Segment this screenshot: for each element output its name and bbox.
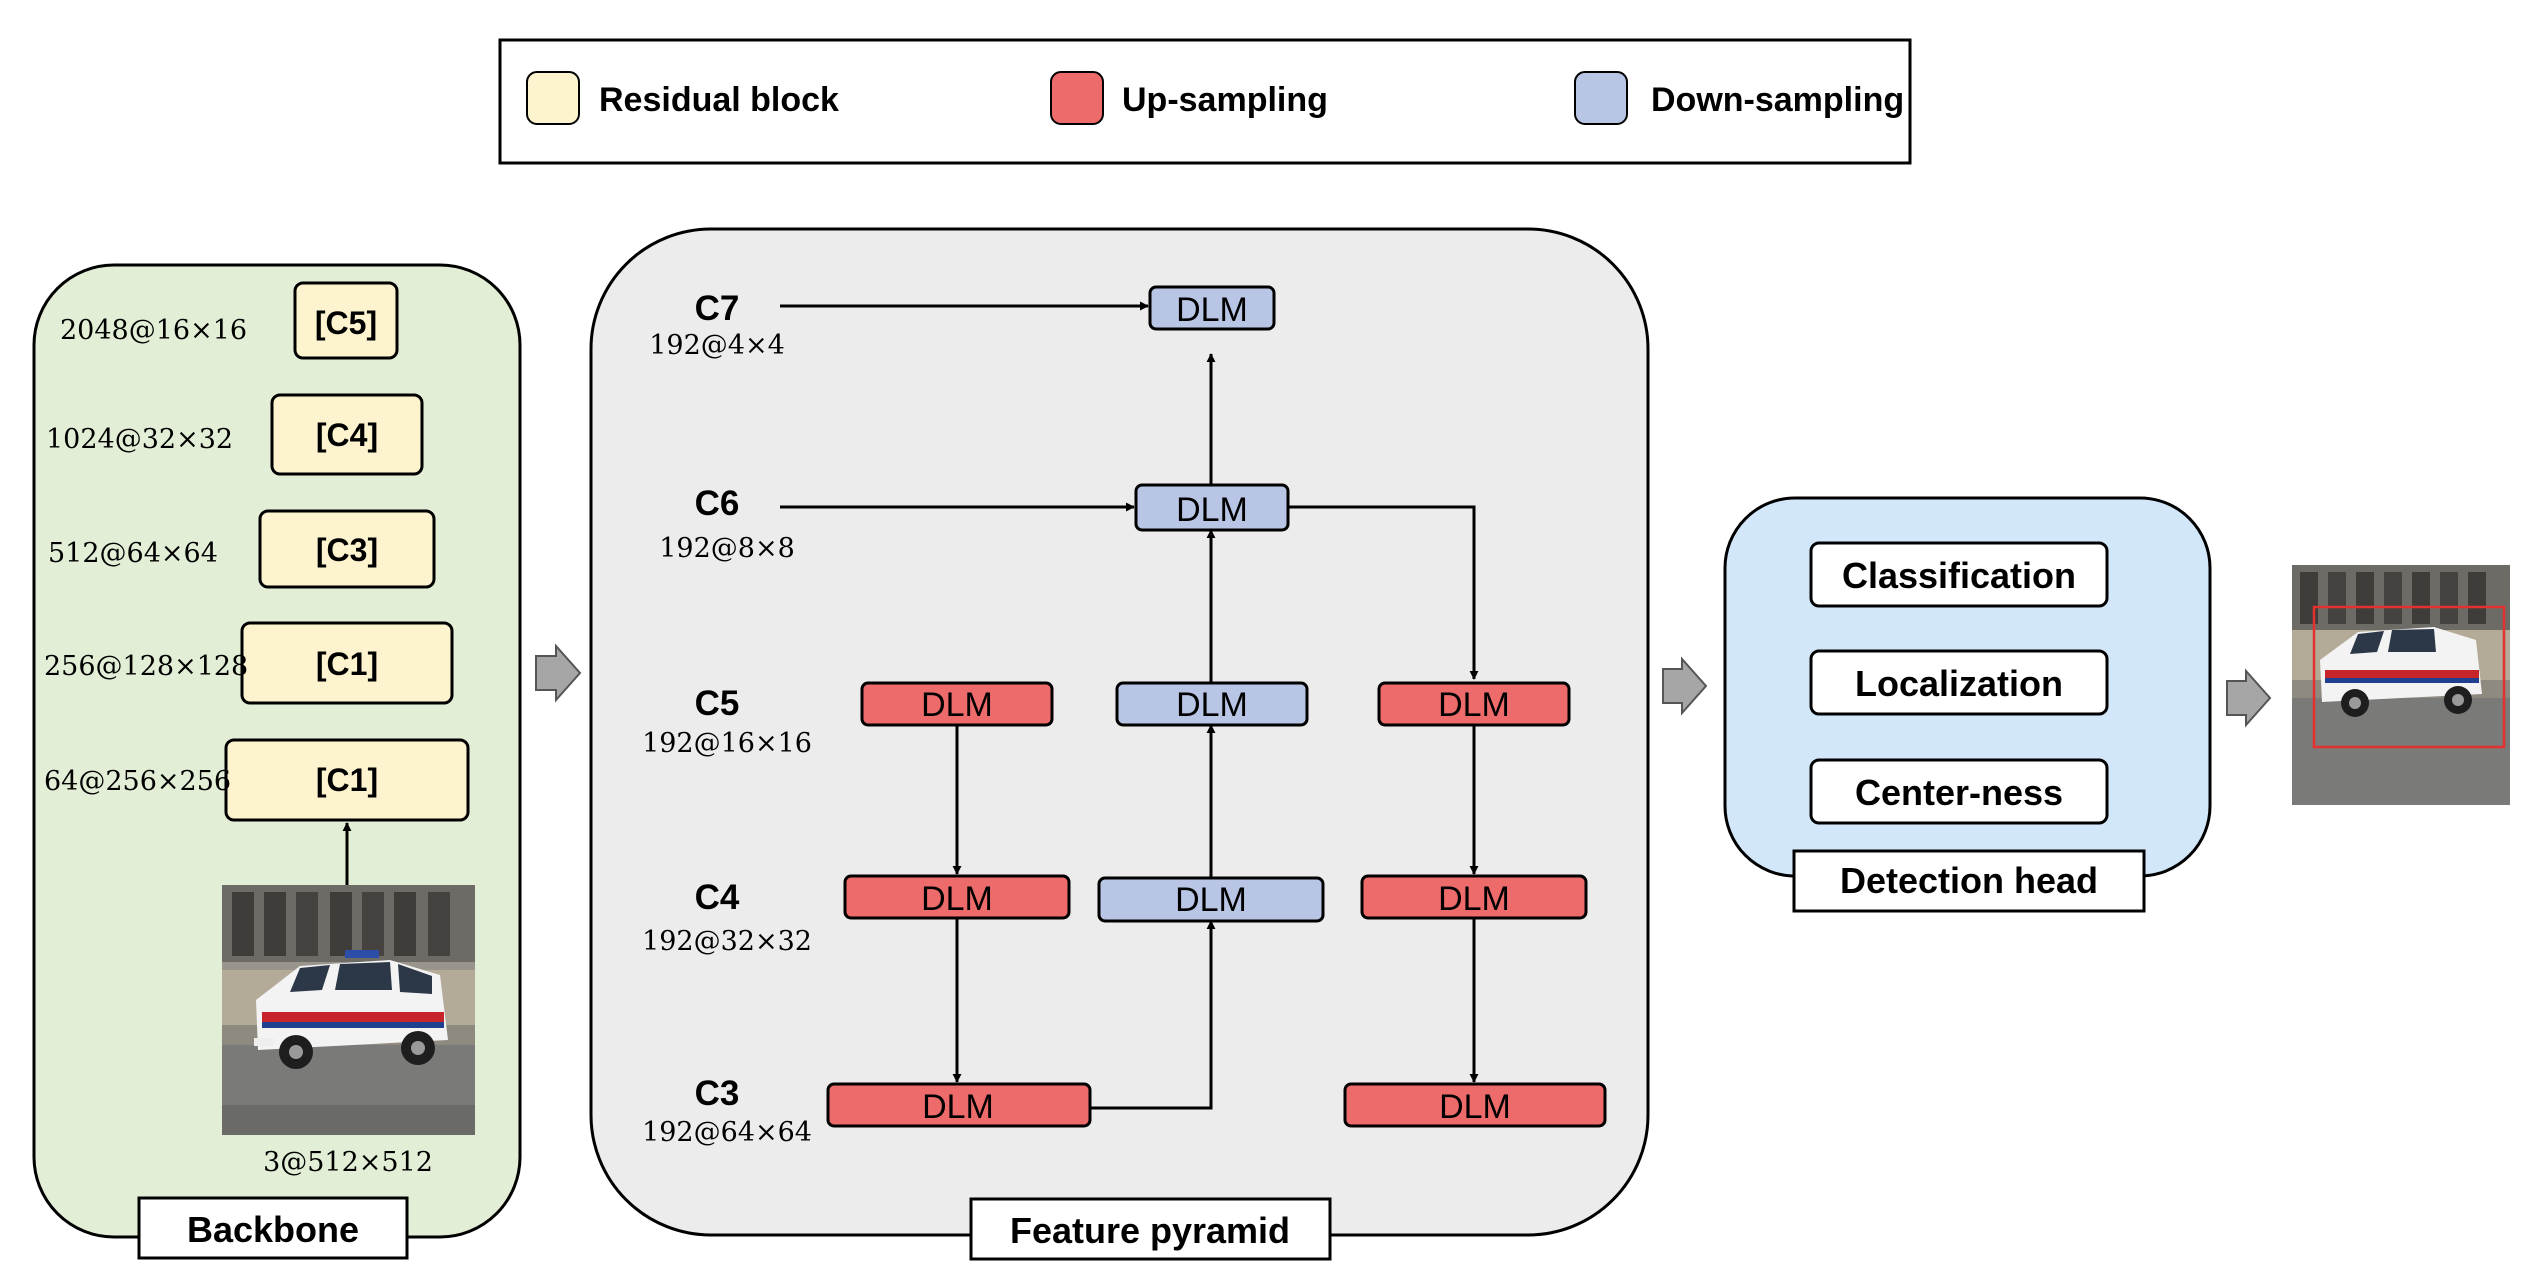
legend-swatch-residual (526, 71, 580, 125)
detection-bounding-box (2312, 605, 2506, 749)
svg-text:DLM: DLM (1438, 880, 1510, 918)
backbone-block-c4-label: [C4] (316, 417, 378, 453)
legend-label-residual: Residual block (599, 81, 839, 119)
backbone-block-c1-lower (224, 738, 470, 822)
svg-text:DLM: DLM (921, 880, 993, 918)
svg-text:192@4×4: 192@4×4 (649, 330, 785, 361)
svg-text:DLM: DLM (922, 1088, 994, 1126)
svg-text:DLM: DLM (1176, 686, 1248, 724)
svg-text:Localization: Localization (1855, 663, 2063, 704)
svg-text:192@8×8: 192@8×8 (659, 533, 795, 564)
legend-swatch-downsampling (1574, 71, 1628, 125)
legend: Residual block Up-sampling Down-sampling (498, 38, 1912, 165)
svg-text:C4: C4 (695, 878, 740, 917)
head-item-localization: Localization (1809, 649, 2109, 716)
backbone-block-c1-upper (240, 621, 454, 705)
backbone-block-c1-upper-label: [C1] (316, 646, 378, 682)
legend-item-downsampling: Down-sampling (1574, 71, 1904, 125)
dlm-c6-down: DLM (1134, 483, 1290, 532)
dlm-c7-down: DLM (1148, 285, 1276, 331)
dlm-c3-up-left: DLM (826, 1082, 1092, 1128)
svg-text:192@64×64: 192@64×64 (642, 1117, 812, 1148)
svg-text:Center-ness: Center-ness (1855, 772, 2063, 813)
dlm-c5-up-right: DLM (1377, 681, 1571, 727)
svg-text:C7: C7 (695, 289, 740, 328)
legend-item-residual: Residual block (526, 71, 839, 125)
output-image (2292, 565, 2510, 805)
input-image (222, 885, 475, 1135)
backbone-input-size: 3@512×512 (263, 1147, 433, 1178)
pyramid-level-c5: C5 192@16×16 (642, 684, 812, 759)
svg-text:Classification: Classification (1842, 555, 2076, 596)
dlm-c4-up-left: DLM (843, 874, 1071, 920)
legend-swatch-upsampling (1050, 71, 1104, 125)
dlm-c4-up-right: DLM (1360, 874, 1588, 920)
backbone-block-c5-label: [C5] (315, 305, 377, 341)
backbone-size-c3: 512@64×64 (48, 538, 218, 569)
svg-text:DLM: DLM (1176, 291, 1248, 329)
svg-text:DLM: DLM (1176, 491, 1248, 529)
svg-text:C6: C6 (695, 484, 740, 523)
backbone-size-c1-upper: 256@128×128 (44, 651, 248, 682)
detection-head-label: Detection head (1840, 860, 2098, 901)
pyramid-level-c7: C7 192@4×4 (649, 289, 785, 361)
pyramid-label: Feature pyramid (1010, 1210, 1290, 1251)
pyramid-connections (780, 301, 1479, 1110)
svg-text:C5: C5 (695, 684, 740, 723)
head-item-classification: Classification (1809, 541, 2109, 608)
backbone-size-c5: 2048@16×16 (60, 315, 247, 346)
dlm-c3-up-right: DLM (1343, 1082, 1607, 1128)
flow-arrow-head-to-output (2226, 668, 2272, 728)
detection-head-panel: Classification Localization Center-ness … (1723, 496, 2212, 913)
backbone-size-c1-lower: 64@256×256 (44, 766, 231, 797)
pyramid-panel: C7 192@4×4 C6 192@8×8 C5 192@16×16 C4 19… (589, 227, 1650, 1261)
svg-text:DLM: DLM (1175, 881, 1247, 919)
legend-item-upsampling: Up-sampling (1050, 71, 1328, 125)
legend-label-downsampling: Down-sampling (1651, 81, 1904, 119)
backbone-panel: [C5] 2048@16×16 [C4] 1024@32×32 [C3] 512… (32, 263, 522, 1260)
backbone-block-c3-label: [C3] (316, 532, 378, 568)
dlm-c4-down: DLM (1097, 876, 1325, 923)
pyramid-level-c3: C3 192@64×64 (642, 1074, 812, 1148)
head-item-center-ness: Center-ness (1809, 758, 2109, 825)
backbone-block-c4 (270, 393, 424, 476)
dlm-c5-down: DLM (1115, 681, 1309, 727)
backbone-block-c5 (293, 281, 399, 360)
backbone-label: Backbone (187, 1209, 359, 1250)
dlm-c5-up-left: DLM (860, 681, 1054, 727)
svg-text:DLM: DLM (921, 686, 993, 724)
svg-text:DLM: DLM (1438, 686, 1510, 724)
svg-text:192@16×16: 192@16×16 (642, 728, 812, 759)
svg-text:192@32×32: 192@32×32 (642, 926, 812, 957)
backbone-block-c1-lower-label: [C1] (316, 762, 378, 798)
pyramid-level-c6: C6 192@8×8 (659, 484, 795, 564)
svg-text:C3: C3 (695, 1074, 740, 1113)
backbone-size-c4: 1024@32×32 (46, 424, 233, 455)
flow-arrow-backbone-to-pyramid (535, 643, 582, 703)
svg-text:DLM: DLM (1439, 1088, 1511, 1126)
legend-label-upsampling: Up-sampling (1122, 81, 1328, 119)
flow-arrow-pyramid-to-head (1662, 656, 1708, 716)
backbone-block-c3 (258, 509, 436, 589)
pyramid-level-c4: C4 192@32×32 (642, 878, 812, 957)
